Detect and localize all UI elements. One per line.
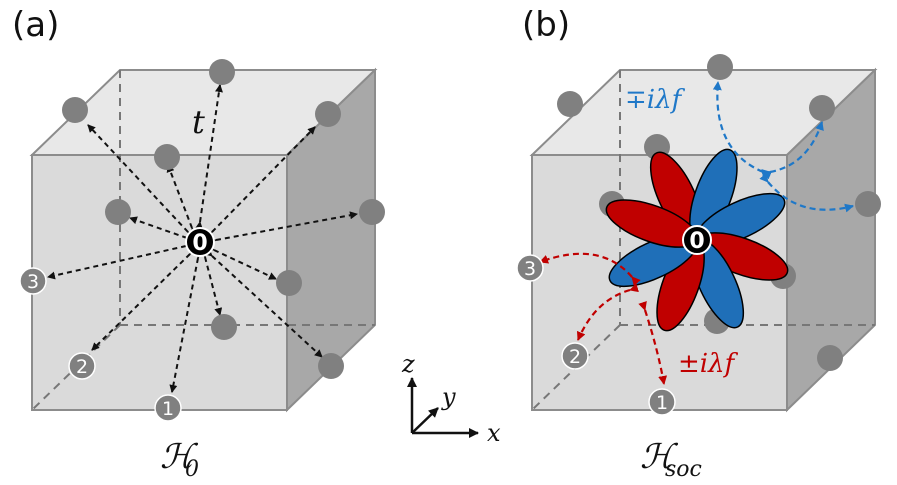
hamiltonian-hsoc: ℋ soc (640, 437, 702, 482)
svg-text:0: 0 (185, 457, 199, 482)
soc-arrows-red (539, 252, 668, 385)
site-2-b: 2 (561, 342, 589, 370)
site-2-a: 2 (68, 352, 96, 380)
svg-text:0: 0 (192, 231, 207, 256)
z-axis-label: z (401, 350, 415, 378)
svg-text:ℋ: ℋ (160, 437, 199, 477)
soc-arrows-blue (712, 81, 854, 213)
site (154, 144, 180, 170)
svg-text:0: 0 (689, 229, 704, 254)
origin-site-a: 0 (185, 227, 215, 257)
y-axis (411, 407, 439, 434)
hop-arrow (204, 126, 316, 240)
site-1-b: 1 (648, 388, 676, 416)
site (817, 345, 843, 371)
site (557, 91, 583, 117)
svg-text:3: 3 (27, 271, 39, 293)
hopping-arrows (47, 84, 358, 393)
site (105, 199, 131, 225)
site (62, 97, 88, 123)
coordinate-axes: z y x (401, 350, 501, 447)
panel-b: (b) (516, 5, 881, 482)
panel-a: (a) (12, 5, 385, 482)
site-1-a: 1 (154, 394, 182, 422)
svg-text:1: 1 (656, 392, 668, 414)
hop-arrow (129, 216, 195, 245)
panel-b-label: (b) (522, 5, 570, 45)
hop-arrow (47, 240, 194, 280)
soc-label-bottom: ±iλf (678, 349, 739, 379)
site (318, 353, 344, 379)
y-axis-label: y (441, 383, 456, 411)
site (315, 101, 341, 127)
hop-arrow (204, 248, 323, 358)
origin-site-b: 0 (682, 225, 712, 255)
site (209, 59, 235, 85)
site (707, 54, 733, 80)
svg-text:2: 2 (569, 346, 581, 368)
site (809, 95, 835, 121)
site (211, 314, 237, 340)
panel-a-label: (a) (12, 5, 59, 45)
soc-label-top: ∓iλf (625, 85, 686, 115)
svg-text:soc: soc (665, 457, 702, 482)
hop-arrow (169, 250, 204, 393)
hop-arrow (208, 211, 358, 246)
hop-arrow (87, 124, 196, 240)
sites-a (62, 59, 385, 379)
svg-text:3: 3 (524, 258, 536, 280)
site-3-b: 3 (516, 254, 544, 282)
site-3-a: 3 (19, 267, 47, 295)
hamiltonian-h0: ℋ 0 (160, 437, 199, 482)
site (855, 191, 881, 217)
svg-text:1: 1 (162, 398, 174, 420)
hopping-label-t: t (192, 103, 205, 141)
sites-b (557, 54, 881, 371)
x-axis-label: x (487, 419, 501, 447)
site (276, 270, 302, 296)
site (359, 199, 385, 225)
svg-text:2: 2 (76, 356, 88, 378)
svg-text:ℋ: ℋ (640, 437, 679, 477)
